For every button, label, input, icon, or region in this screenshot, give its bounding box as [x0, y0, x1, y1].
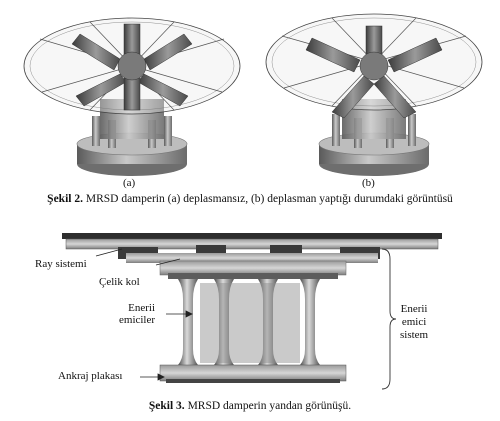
figure-3-caption: Şekil 3. MRSD damperin yandan görünüşü. [0, 400, 500, 412]
figure-3-caption-text: MRSD damperin yandan görünüşü. [184, 400, 352, 412]
label-system-line1: Enerii [400, 303, 428, 315]
label-energy-absorbers-line1: Enerii [128, 302, 156, 314]
figure-2b-label: (b) [362, 177, 375, 189]
figure-2-caption: Şekil 2. MRSD damperin (a) deplasmansız,… [0, 193, 500, 205]
figure-3-caption-label: Şekil 3. [148, 400, 185, 412]
figure-2-caption-text: MRSD damperin (a) deplasmansız, (b) depl… [82, 193, 453, 205]
label-rail-system: Ray sistemi [35, 258, 87, 270]
figure-3-side-view [62, 233, 442, 390]
label-anchor-plate: Ankraj plakası [58, 370, 123, 382]
label-energy-absorber-system: Enerii emici sistem [400, 303, 428, 342]
figure-2a-damper-undeformed [23, 17, 241, 176]
label-system-line2: emici [401, 316, 427, 328]
label-energy-absorbers: Enerii emiciler [119, 302, 155, 326]
figure-2a-label: (a) [123, 177, 136, 189]
figure-2-caption-label: Şekil 2. [47, 193, 83, 205]
label-energy-absorbers-line2: emiciler [119, 314, 156, 326]
label-system-line3: sistem [400, 329, 429, 341]
figure-2b-damper-displaced [265, 13, 483, 176]
label-steel-arm: Çelik kol [99, 276, 140, 288]
